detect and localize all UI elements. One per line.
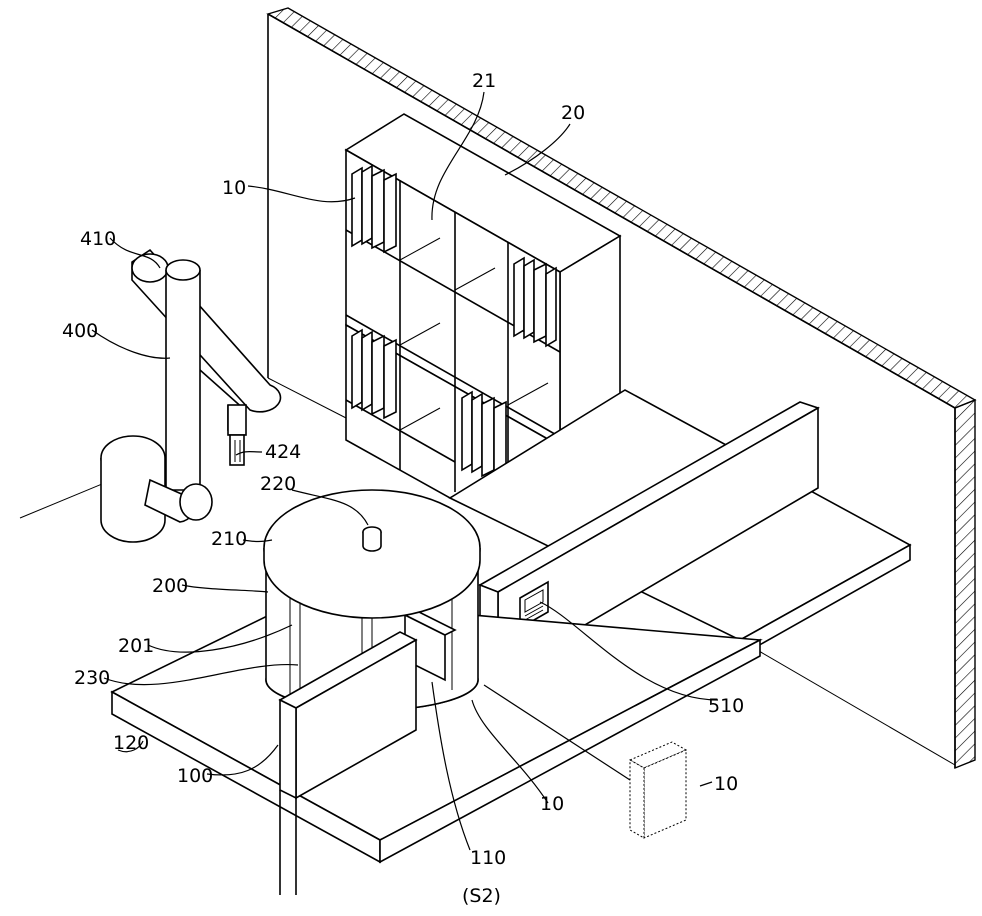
label-510: 510: [708, 695, 744, 717]
label-10-right: 10: [714, 773, 738, 795]
label-120: 120: [113, 732, 149, 754]
label-10-top: 10: [222, 177, 246, 199]
label-21: 21: [472, 70, 496, 92]
label-10-bottom: 10: [540, 793, 564, 815]
label-201: 201: [118, 635, 154, 657]
figure-caption: (S2): [462, 885, 501, 907]
label-424: 424: [265, 441, 301, 463]
robot-arm: [101, 250, 280, 542]
label-220: 220: [260, 473, 296, 495]
label-20: 20: [561, 102, 585, 124]
label-110: 110: [470, 847, 506, 869]
label-210: 210: [211, 528, 247, 550]
label-200: 200: [152, 575, 188, 597]
label-230: 230: [74, 667, 110, 689]
book-item: [630, 742, 712, 838]
books-top-left: [352, 166, 396, 252]
label-100: 100: [177, 765, 213, 787]
label-410: 410: [80, 228, 116, 250]
books-mid-left: [352, 330, 396, 418]
books-mid-right: [514, 258, 556, 346]
label-400: 400: [62, 320, 98, 342]
